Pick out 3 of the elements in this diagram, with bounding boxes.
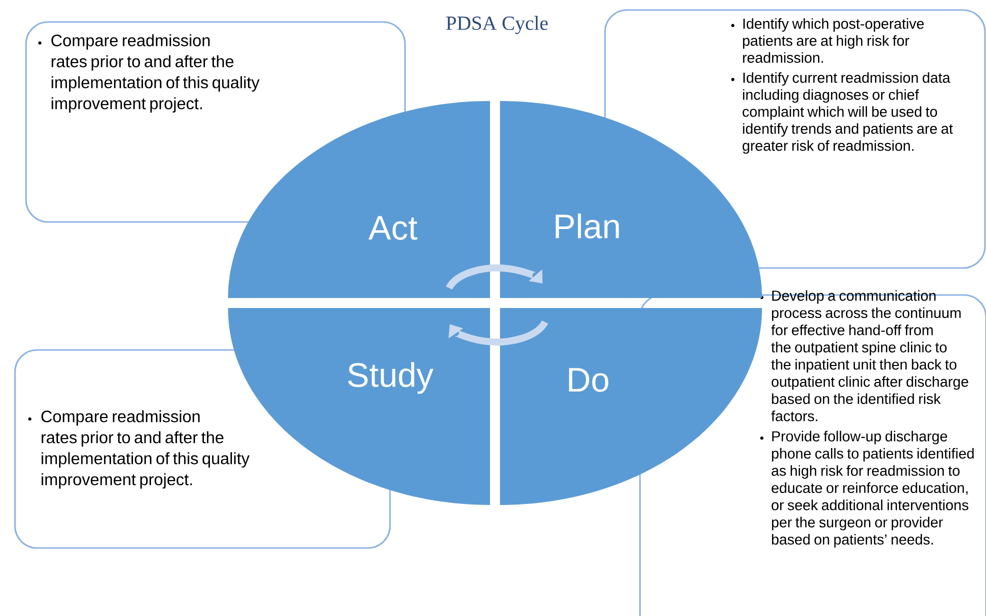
cycle-quadrant: Do [500, 308, 762, 505]
cycle-quadrant: Act [228, 101, 490, 298]
title: PDSA Cycle [446, 16, 548, 34]
